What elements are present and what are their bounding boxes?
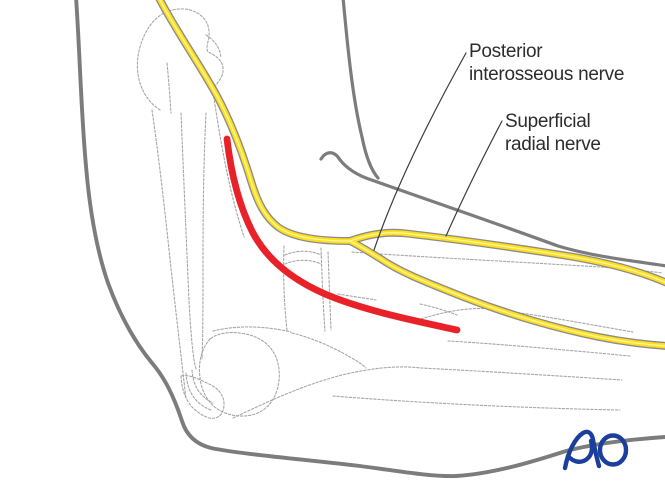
radial-nerve-trunk-casing	[155, 0, 354, 245]
radial-head-band-2	[284, 259, 322, 265]
trochlea-curve	[291, 332, 367, 369]
humerus-shaft-left-edge	[151, 109, 187, 400]
humerus-inner-line-2	[180, 112, 197, 370]
radial-nerve	[155, 0, 665, 350]
radius-short-line-1	[337, 293, 377, 301]
upper-arm-front-outline	[341, 0, 380, 180]
radial-nerve-trunk	[157, 0, 353, 244]
incision-line	[223, 135, 461, 334]
posterior-interosseous-nerve-highlight	[349, 240, 665, 347]
radius-upper-contour	[351, 251, 663, 274]
radial-neck-right-edge-2	[327, 251, 332, 331]
olecranon-inner-arc-2	[191, 369, 214, 404]
capitellum-top-line	[212, 326, 292, 333]
olecranon-inner-arc-1	[185, 372, 212, 411]
ao-logo-letter-a-bow	[565, 438, 595, 464]
ulna-lower-edge	[232, 366, 623, 419]
ulna-shaft-bottom	[332, 395, 621, 411]
label-leaders	[373, 52, 503, 251]
forearm-top-outline	[319, 151, 665, 268]
superficial-radial-label-line2: radial nerve	[505, 134, 601, 155]
superficial-radial-leader-line	[445, 120, 503, 237]
bone-outlines	[136, 8, 663, 419]
posterior-interosseous-label-line1: Posterior	[469, 41, 543, 62]
radius-short-line-2	[419, 303, 458, 316]
labels: Posterior interosseous nerve Superficial…	[469, 41, 624, 155]
upper-arm-and-elbow-outline	[74, 0, 665, 479]
radial-head-band-1	[284, 250, 322, 256]
humerus-inner-line-1	[166, 62, 172, 114]
ao-logo-letter-a	[562, 429, 602, 471]
humerus-epicondyle-outline	[136, 8, 245, 238]
olecranon-outer-arc	[180, 375, 225, 419]
posterior-interosseous-leader-line	[373, 52, 467, 251]
radius-shaft-bottom	[447, 340, 631, 357]
superficial-radial-nerve-highlight	[349, 232, 665, 283]
capitellum-outline	[198, 332, 280, 417]
humerus-condyle-inner-line	[205, 34, 222, 59]
posterior-interosseous-nerve-branch	[347, 238, 665, 349]
superficial-radial-label-line1: Superficial	[505, 111, 590, 132]
posterior-interosseous-nerve-casing	[346, 237, 665, 350]
arm-silhouette	[74, 0, 665, 479]
ao-logo	[562, 429, 629, 471]
ao-logo-letter-o	[597, 433, 629, 467]
humerus-inner-line-3	[201, 112, 207, 360]
radial-neck-left-edge	[283, 245, 288, 331]
radial-nerve-trunk-highlight	[159, 0, 351, 242]
posterior-interosseous-label-line2: interosseous nerve	[469, 64, 624, 85]
